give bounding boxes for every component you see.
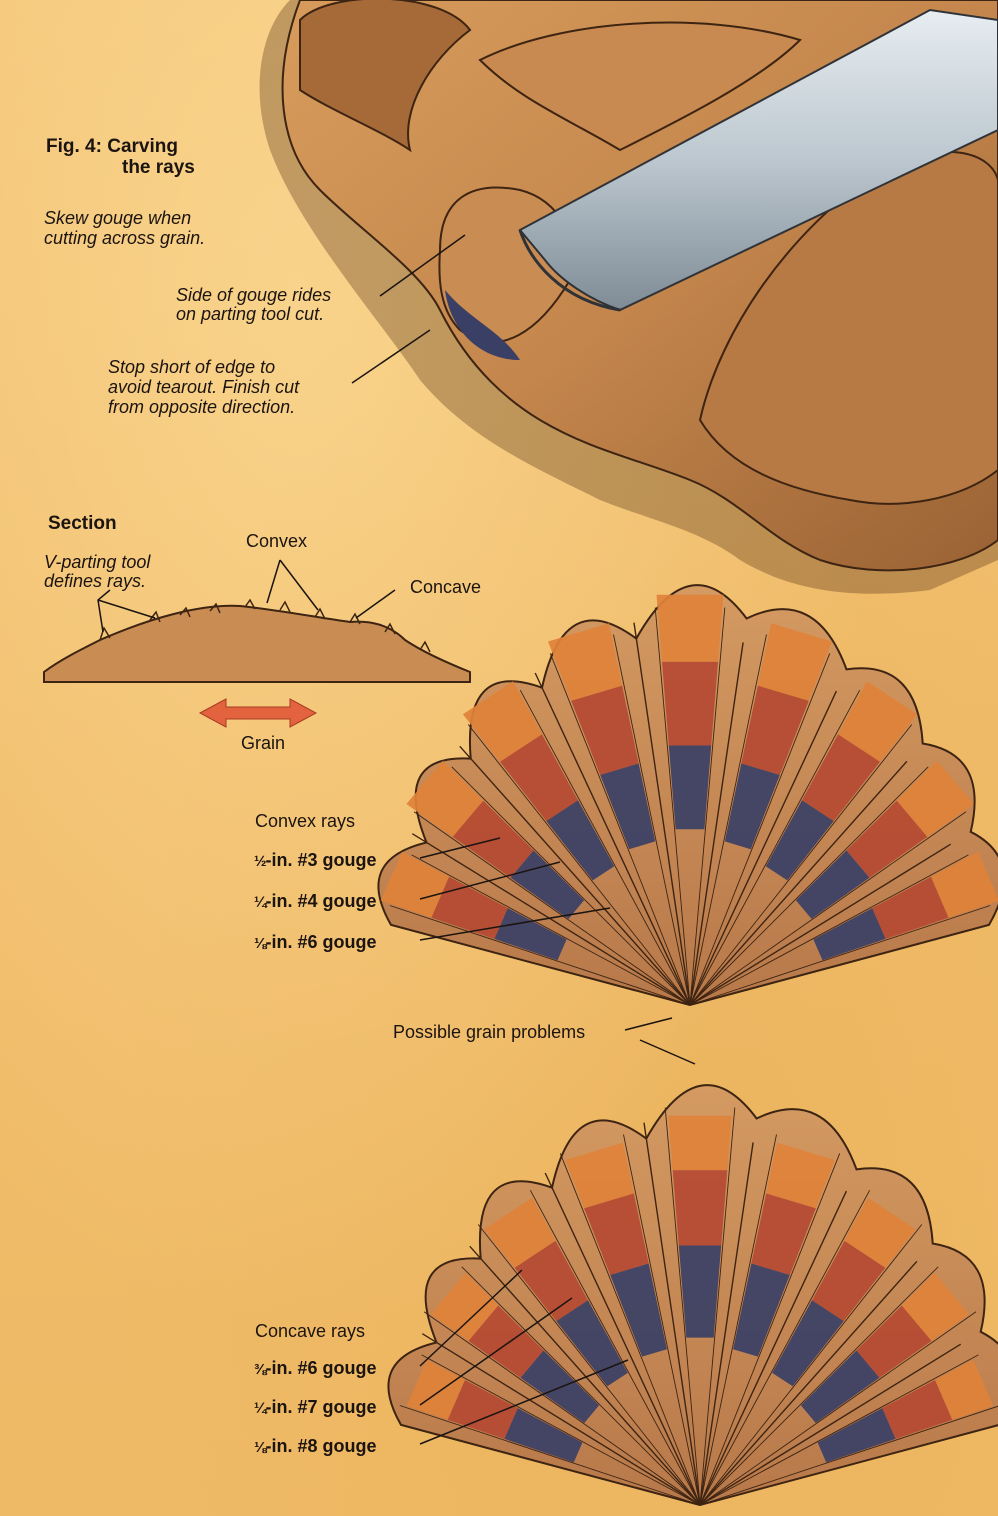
grain-label: Grain [241,733,285,754]
vparting-line2: defines rays. [44,571,146,592]
leader-convex-1 [267,560,280,603]
shell-ray-band [668,1116,732,1170]
callout-stop-line3: from opposite direction. [108,397,295,418]
figure-title-line1: Fig. 4: Carving [46,136,178,157]
convex-rays-heading: Convex rays [255,811,355,832]
concave-rays-heading: Concave rays [255,1321,365,1342]
concave-ray-item: ¼-in. #7 gouge [254,1397,377,1419]
convex-shell [378,585,998,1005]
shell-closeup [260,0,998,594]
vparting-line1: V-parting tool [44,552,150,573]
convex-ray-item: ⅛-in. #6 gouge [254,932,377,954]
callout-stop-line2: avoid tearout. Finish cut [108,377,299,398]
convex-label: Convex [246,531,307,552]
shell-ray-band [669,746,711,830]
shell-ray-band [673,1170,728,1245]
section-heading: Section [48,513,117,534]
leader-vparting-2 [98,600,155,618]
concave-ray-item: ⅜-in. #6 gouge [254,1358,377,1380]
callout-stop-line1: Stop short of edge to [108,357,275,378]
leader-grain-1 [625,1018,672,1030]
callout-side-line1: Side of gouge rides [176,285,331,306]
convex-ray-item: ½-in. #3 gouge [254,850,377,872]
callout-skew-line2: cutting across grain. [44,228,205,249]
concave-ray-item: ⅛-in. #8 gouge [254,1436,377,1458]
concave-shell [388,1085,998,1505]
callout-skew-line1: Skew gouge when [44,208,191,229]
section-profile [44,600,470,682]
shell-ray-band [657,595,724,662]
leader-grain-2 [640,1040,695,1064]
callout-side-line2: on parting tool cut. [176,304,324,325]
grain-arrow [200,699,316,727]
leader-vparting-1 [98,590,110,632]
shell-ray-band [662,662,718,746]
figure-title-line2: the rays [122,157,195,178]
concave-label: Concave [410,577,481,598]
section-body [44,606,470,682]
leader-concave [356,590,395,618]
convex-ray-item: ¼-in. #4 gouge [254,891,377,913]
grain-problems-label: Possible grain problems [393,1022,585,1043]
